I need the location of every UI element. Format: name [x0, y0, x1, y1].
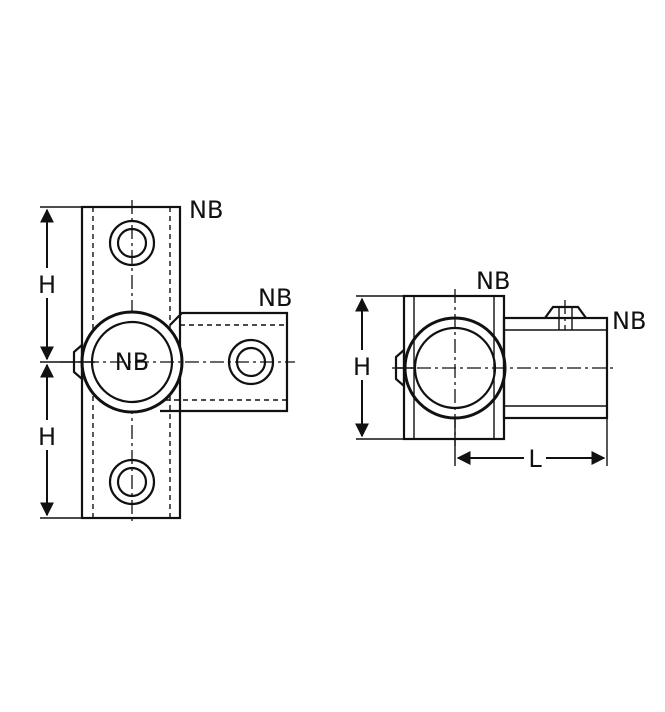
left-h-lower-label: H — [38, 423, 56, 451]
left-nb-center-label: NB — [115, 348, 149, 376]
right-nb-top-label: NB — [476, 267, 510, 295]
left-bottom-hole-inner — [116, 466, 148, 498]
left-h-upper-label: H — [38, 271, 56, 299]
right-h-label: H — [353, 353, 371, 381]
right-l-label: L — [528, 445, 542, 473]
left-nb-branch-label: NB — [258, 284, 292, 312]
left-nb-top-label: NB — [189, 196, 223, 224]
left-bottom-hole-outer — [108, 458, 156, 506]
right-nb-side-label: NB — [612, 307, 646, 335]
left-set-screw-icon — [72, 342, 84, 382]
left-view: H H NB NB NB — [36, 196, 295, 525]
left-top-hole-outer — [108, 219, 156, 267]
left-branch-arm — [160, 311, 289, 413]
right-view: H L NB NB — [351, 267, 646, 473]
left-top-hole-inner — [116, 227, 148, 259]
right-side-set-screw-icon — [394, 347, 406, 389]
